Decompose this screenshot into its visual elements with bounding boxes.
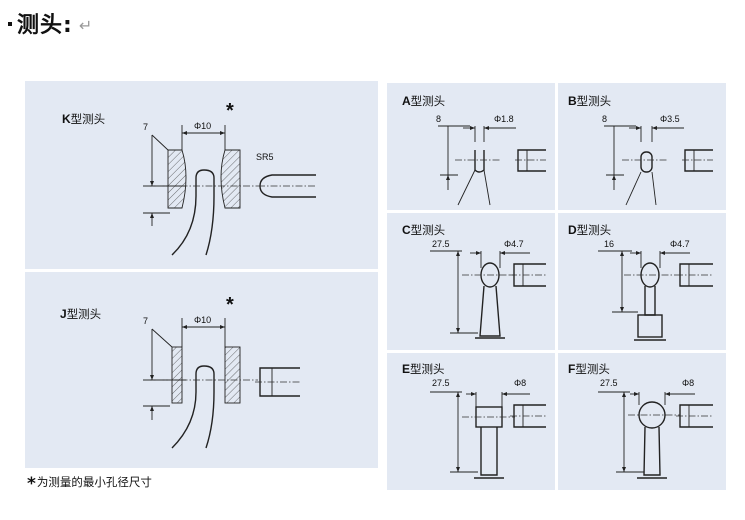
bullet-icon (8, 22, 12, 26)
b-probe-title: B型测头 (568, 94, 612, 108)
b-depth-label: 8 (602, 114, 607, 124)
panel-c-probe (387, 213, 555, 350)
panel-b-probe (558, 83, 726, 210)
e-probe-title: E型测头 (402, 362, 445, 376)
b-dia-label: Φ3.5 (660, 114, 680, 124)
d-dia-label: Φ4.7 (670, 239, 690, 249)
j-star-mark: * (226, 294, 234, 316)
c-probe-title: C型测头 (402, 223, 446, 237)
d-depth-label: 16 (604, 239, 614, 249)
k-radius-label: SR5 (256, 152, 274, 162)
e-depth-label: 27.5 (432, 378, 450, 388)
c-depth-label: 27.5 (432, 239, 450, 249)
footnote-star: * (27, 474, 36, 494)
j-dia-label: Φ10 (194, 315, 211, 325)
k-star-mark: * (226, 100, 234, 122)
f-probe-title: F型测头 (568, 362, 610, 376)
a-depth-label: 8 (436, 114, 441, 124)
a-dia-label: Φ1.8 (494, 114, 514, 124)
panel-k-probe (25, 81, 378, 269)
e-dia-label: Φ8 (514, 378, 526, 388)
a-probe-title: A型测头 (402, 94, 446, 108)
k-probe-title: K型测头 (62, 112, 106, 126)
j-depth-label: 7 (143, 316, 148, 326)
f-depth-label: 27.5 (600, 378, 618, 388)
k-depth-label: 7 (143, 122, 148, 132)
panel-a-probe (387, 83, 555, 210)
return-icon: ↵ (78, 15, 93, 35)
f-dia-label: Φ8 (682, 378, 694, 388)
k-dia-label: Φ10 (194, 121, 211, 131)
panel-j-probe (25, 272, 378, 468)
d-probe-title: D型测头 (568, 223, 612, 237)
j-probe-title: J型测头 (60, 307, 102, 321)
panel-e-probe (387, 353, 555, 490)
footnote: *为测量的最小孔径尺寸 (27, 474, 152, 494)
page-title: 测头: ↵ (8, 6, 92, 40)
panel-f-probe (558, 353, 726, 490)
c-dia-label: Φ4.7 (504, 239, 524, 249)
title-text: 测头: (17, 13, 73, 38)
footnote-text: 为测量的最小孔径尺寸 (36, 475, 152, 489)
